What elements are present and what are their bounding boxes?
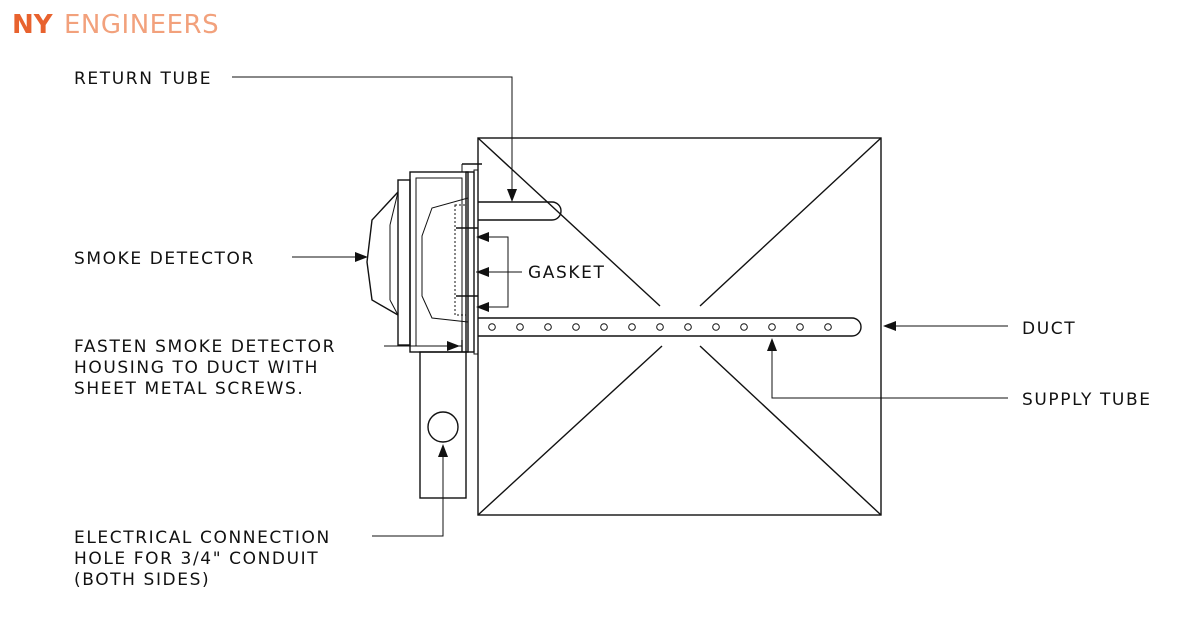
label-smoke-detector: SMOKE DETECTOR [74,249,255,269]
label-fasten-line1: FASTEN SMOKE DETECTOR [74,337,336,357]
label-duct: DUCT [1022,319,1076,339]
duct-box [477,137,882,516]
label-electrical-line1: ELECTRICAL CONNECTION [74,528,331,548]
label-gasket: GASKET [528,263,605,283]
return-tube [478,201,562,221]
supply-tube [478,317,862,337]
leader-electrical [372,444,448,537]
leader-duct [883,321,1008,331]
ny-engineers-logo: NY ENGINEERS [12,10,219,40]
leader-fasten [384,341,460,351]
logo-ny: NY [12,10,54,40]
label-fasten-line2: HOUSING TO DUCT WITH [74,358,319,378]
leader-smoke-detector [292,252,368,262]
supply-tube-holes [488,323,832,331]
leader-supply-tube [767,338,1008,399]
label-return-tube: RETURN TUBE [74,69,212,89]
label-electrical-line3: (BOTH SIDES) [74,570,210,590]
logo-engineers: ENGINEERS [64,10,219,40]
label-supply-tube: SUPPLY TUBE [1022,390,1152,410]
leader-return-tube [232,76,517,202]
label-electrical-line2: HOLE FOR 3/4" CONDUIT [74,549,319,569]
conduit-hole [427,411,459,443]
smoke-detector-housing [366,163,482,355]
leader-gasket [476,232,522,312]
label-fasten-line3: SHEET METAL SCREWS. [74,379,304,399]
